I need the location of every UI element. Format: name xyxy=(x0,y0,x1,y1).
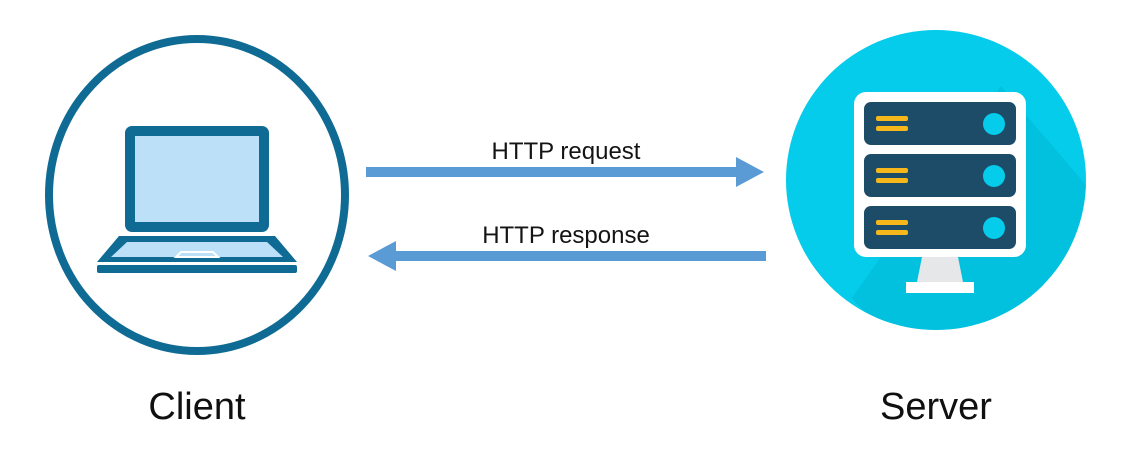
http-response-arrow-group: HTTP response xyxy=(366,222,766,272)
server-caption: Server xyxy=(880,386,992,428)
rack-unit-1 xyxy=(864,102,1016,145)
arrow-left-icon xyxy=(368,241,766,271)
laptop-icon xyxy=(97,126,297,273)
arrow-right-icon xyxy=(366,157,764,187)
http-request-arrow-group: HTTP request xyxy=(366,138,766,188)
server-circle-badge xyxy=(786,30,1086,330)
rack-unit-2 xyxy=(864,154,1016,197)
http-request-label: HTTP request xyxy=(491,138,641,165)
rack-unit-3 xyxy=(864,206,1016,249)
client-caption: Client xyxy=(148,386,246,428)
http-response-label: HTTP response xyxy=(482,222,650,249)
server-node xyxy=(786,30,1086,330)
client-node xyxy=(42,32,352,358)
server-stand xyxy=(906,257,974,293)
